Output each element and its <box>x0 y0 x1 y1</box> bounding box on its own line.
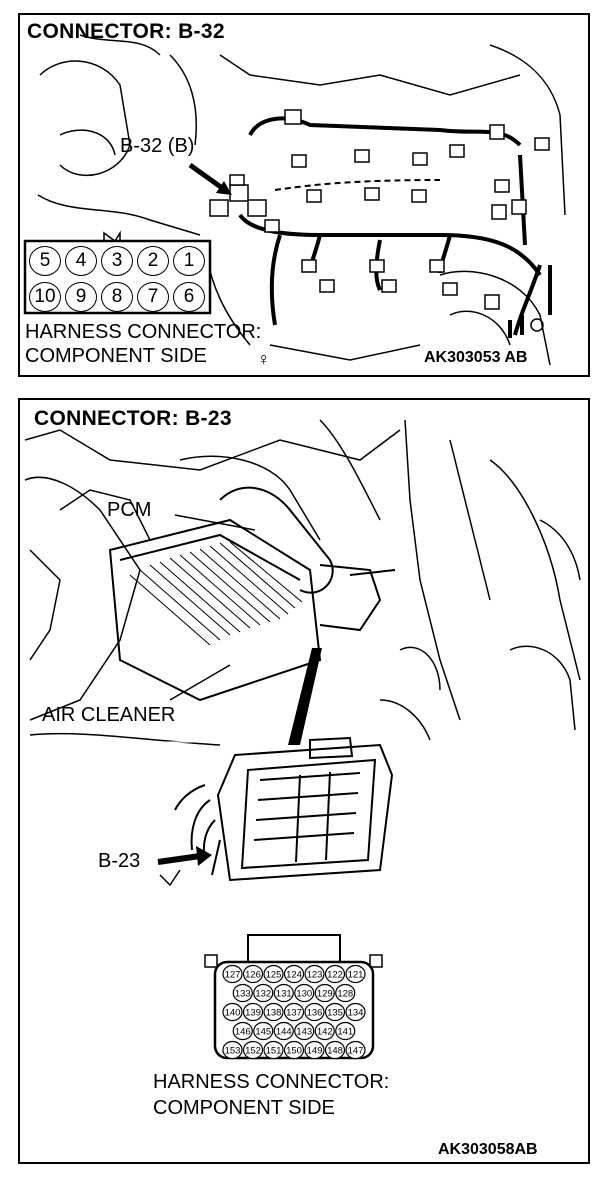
connector-b32-title: CONNECTOR: B-32 <box>27 20 225 43</box>
b23-pin-151: 151 <box>263 1040 284 1060</box>
b32-pin-10: 10 <box>29 282 61 312</box>
svg-text:140: 140 <box>225 1008 241 1019</box>
svg-text:131: 131 <box>276 989 292 1000</box>
b23-pin-149: 149 <box>304 1040 325 1060</box>
svg-text:148: 148 <box>327 1046 343 1057</box>
b23-pin-148: 148 <box>324 1040 346 1060</box>
svg-text:123: 123 <box>307 970 323 981</box>
svg-text:136: 136 <box>307 1008 323 1019</box>
b23-pin-grid: 127 126 125 124 123 122 121 133 132 131 130 129 128 1… <box>222 964 366 1060</box>
svg-text:146: 146 <box>235 1027 251 1038</box>
b32-component-side-label: COMPONENT SIDE <box>25 345 207 367</box>
b23-pin-146: 146 <box>232 1021 253 1041</box>
svg-text:141: 141 <box>337 1027 353 1038</box>
b23-pin-138: 138 <box>263 1002 284 1022</box>
b32-pin-4: 4 <box>65 246 97 276</box>
b23-pin-132: 132 <box>253 983 274 1003</box>
svg-text:150: 150 <box>286 1046 302 1057</box>
b23-pin-147: 147 <box>345 1040 366 1060</box>
svg-text:128: 128 <box>337 989 353 1000</box>
svg-text:149: 149 <box>307 1046 323 1057</box>
b32-pin-9: 9 <box>65 282 97 312</box>
b23-harness-label: HARNESS CONNECTOR: <box>153 1071 390 1093</box>
b23-pin-150: 150 <box>283 1040 305 1060</box>
b23-component-side-label: COMPONENT SIDE <box>153 1097 335 1119</box>
b23-pin-141: 141 <box>335 1021 356 1041</box>
b23-pin-126: 126 <box>242 964 264 984</box>
svg-text:125: 125 <box>266 970 282 981</box>
connector-b23-panel: 127 126 125 124 123 122 121 133 132 131 130 129 128 1… <box>18 398 590 1164</box>
engine-bay-illustration-b23: 127 126 125 124 123 122 121 133 132 131 130 129 128 1… <box>22 419 588 1060</box>
svg-text:147: 147 <box>348 1046 364 1057</box>
svg-text:134: 134 <box>348 1008 364 1019</box>
svg-text:126: 126 <box>245 970 261 981</box>
b23-pin-142: 142 <box>314 1021 335 1041</box>
b23-pin-140: 140 <box>222 1002 243 1022</box>
b23-pin-143: 143 <box>294 1021 315 1041</box>
svg-text:143: 143 <box>296 1027 312 1038</box>
svg-text:130: 130 <box>296 989 312 1000</box>
svg-text:138: 138 <box>266 1008 282 1019</box>
b32-pin-8: 8 <box>101 282 133 312</box>
svg-text:152: 152 <box>245 1046 261 1057</box>
b23-pin-124: 124 <box>283 964 305 984</box>
harness-view-icon: ♀ <box>257 349 271 369</box>
b23-callout-label: B-23 <box>98 850 141 872</box>
b23-pin-133: 133 <box>232 983 253 1003</box>
b23-pin-121: 121 <box>345 964 366 984</box>
svg-text:137: 137 <box>286 1008 302 1019</box>
b23-pin-137: 137 <box>283 1002 305 1022</box>
b23-pin-123: 123 <box>304 964 325 984</box>
b32-harness-label: HARNESS CONNECTOR: <box>25 321 262 343</box>
b23-illustration-code: AK303058AB <box>438 1141 538 1158</box>
b23-pin-128: 128 <box>335 983 356 1003</box>
svg-text:153: 153 <box>225 1046 241 1057</box>
b32-illustration-code: AK303053 AB <box>424 349 528 366</box>
svg-text:145: 145 <box>255 1027 271 1038</box>
air-cleaner-label: AIR CLEANER <box>42 704 176 726</box>
b23-pin-144: 144 <box>273 1021 294 1041</box>
b32-pin-2: 2 <box>137 246 169 276</box>
b23-pin-153: 153 <box>222 1040 243 1060</box>
b23-pin-139: 139 <box>242 1002 264 1022</box>
b23-pin-125: 125 <box>263 964 284 984</box>
svg-text:129: 129 <box>317 989 333 1000</box>
pcm-label: PCM <box>107 499 152 521</box>
b23-pin-145: 145 <box>253 1021 274 1041</box>
connector-b23-title: CONNECTOR: B-23 <box>34 407 232 430</box>
svg-text:151: 151 <box>266 1046 282 1057</box>
svg-text:133: 133 <box>235 989 251 1000</box>
b32-callout-label: B-32 (B) <box>120 135 195 157</box>
svg-text:139: 139 <box>245 1008 261 1019</box>
b23-pin-136: 136 <box>304 1002 325 1022</box>
svg-text:144: 144 <box>276 1027 292 1038</box>
b32-pin-1: 1 <box>173 246 205 276</box>
b23-pin-130: 130 <box>294 983 315 1003</box>
b32-pin-6: 6 <box>173 282 205 312</box>
b23-pin-135: 135 <box>324 1002 346 1022</box>
b32-pin-3: 3 <box>101 246 133 276</box>
b23-pin-129: 129 <box>314 983 335 1003</box>
svg-text:121: 121 <box>348 970 364 981</box>
b23-pin-122: 122 <box>324 964 346 984</box>
b23-pin-134: 134 <box>345 1002 366 1022</box>
b23-pin-131: 131 <box>273 983 294 1003</box>
b32-pin-5: 5 <box>29 246 61 276</box>
svg-text:127: 127 <box>225 970 241 981</box>
b23-pin-127: 127 <box>222 964 243 984</box>
b23-pin-152: 152 <box>242 1040 264 1060</box>
b32-pin-7: 7 <box>137 282 169 312</box>
svg-text:135: 135 <box>327 1008 343 1019</box>
svg-text:142: 142 <box>317 1027 333 1038</box>
svg-text:132: 132 <box>255 989 271 1000</box>
svg-text:122: 122 <box>327 970 343 981</box>
svg-text:124: 124 <box>286 970 302 981</box>
